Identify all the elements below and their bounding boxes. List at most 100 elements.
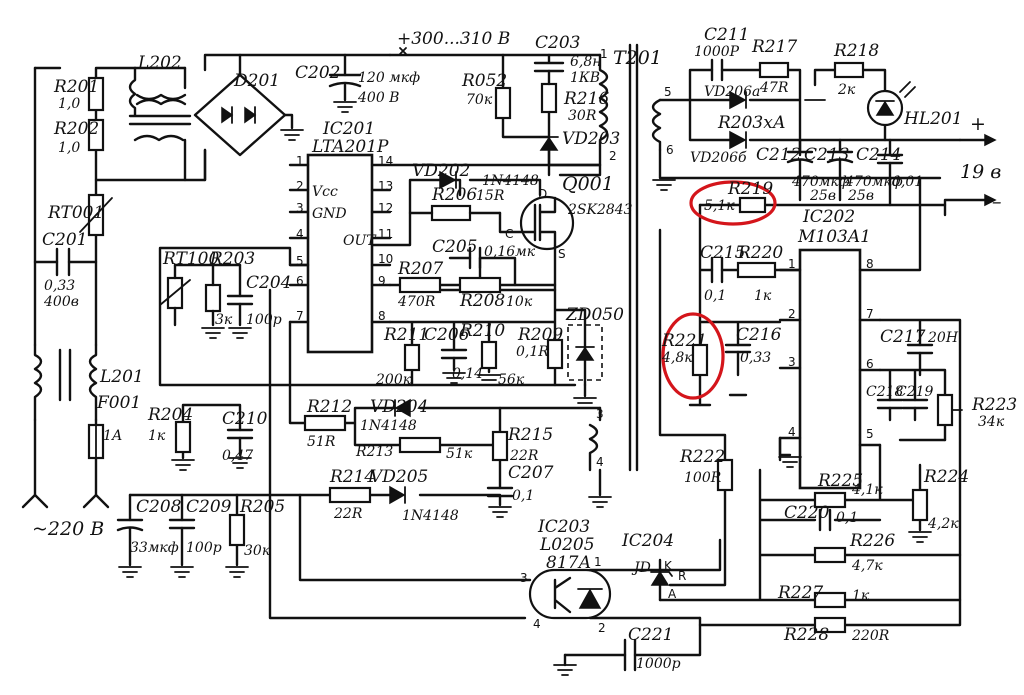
resistor-r207 (398, 276, 442, 294)
labels-ic202: R219 5,1к IC202 M103A1 1 2 3 4 8 7 6 5 C… (661, 179, 1017, 645)
label-c213-value1: 470мкф (791, 174, 850, 190)
label-f001: F001 (96, 393, 141, 413)
svg-text:11: 11 (378, 227, 393, 241)
labels-secondary: C211 1000Р R217 47R R218 2к HL201 VD206а… (664, 25, 1002, 213)
label-c213-value2: 25в (847, 188, 874, 204)
resistor-r226 (813, 546, 847, 564)
label-a: A (668, 587, 677, 601)
label-r207-value: 470R (397, 294, 436, 310)
label-r223-value: 34к (978, 414, 1005, 430)
resistor-r211 (403, 343, 421, 372)
ic201-body (306, 153, 374, 354)
mosfet-q001 (519, 195, 575, 251)
label-vd206b: VD206б (690, 150, 747, 166)
label-r209-value: 0,1R (516, 344, 549, 360)
label-c203-value1: 6,8н (570, 54, 602, 70)
label-vd206a: VD206а (704, 84, 760, 100)
resistor-r217 (758, 61, 790, 79)
label-d201: D201 (233, 71, 280, 91)
label-r201: R201 (53, 77, 99, 97)
label-r224-value: 4,2к (927, 516, 959, 532)
label-r218-value: 2к (837, 82, 856, 98)
label-c204-value: 100р (246, 312, 282, 328)
label-r220-value: 1к (754, 288, 772, 304)
resistor-r223 (936, 393, 954, 427)
label-c221-value: 1000р (636, 656, 681, 672)
resistor-r203 (204, 283, 222, 313)
label-ic202-part: M103A1 (797, 227, 871, 247)
label-c221: C221 (628, 625, 673, 645)
labels-primary: C203 6,8н 1КВ R052 70к R216 30R VD203 T2… (397, 33, 662, 311)
label-gnd: GND (312, 206, 347, 222)
label-r213-value: 51к (446, 446, 473, 462)
svg-text:5: 5 (866, 427, 874, 441)
label-c210: C210 (222, 409, 268, 429)
diode-vd202 (439, 170, 457, 190)
diode-vd206a (729, 90, 747, 110)
label-vd202: VD202 (412, 161, 470, 181)
label-t201: T201 (613, 47, 662, 69)
label-r206-value: 15R (476, 188, 505, 204)
resistor-r209 (546, 338, 564, 370)
label-r220: R220 (737, 243, 783, 263)
label-r225: R225 (817, 471, 863, 491)
labels-ic201: IC201 LTA201P Vcc GND OUT 1 2 3 4 5 6 7 … (296, 119, 393, 323)
svg-text:5: 5 (296, 254, 304, 268)
label-r202-value: 1,0 (58, 140, 80, 156)
label-r211: R211 (383, 325, 429, 345)
label-ic201-part: LTA201P (311, 137, 389, 157)
label-vd205-value: 1N4148 (402, 508, 459, 524)
resistor-r216 (540, 82, 558, 114)
resistor-r212 (303, 414, 347, 432)
label-r205-value: 30к (244, 543, 271, 559)
label-r217: R217 (751, 37, 797, 57)
label-gate: C (505, 227, 513, 241)
svg-text:4: 4 (296, 227, 304, 241)
svg-text:12: 12 (378, 201, 393, 215)
label-vd204-value: 1N4148 (360, 418, 417, 434)
label-r223: R223 (971, 395, 1017, 415)
resistor-r210 (480, 340, 498, 370)
label-l201: L201 (99, 367, 144, 387)
svg-text:9: 9 (378, 274, 386, 288)
svg-text:3: 3 (788, 355, 796, 369)
label-ic201: IC201 (322, 119, 375, 139)
label-hl201: HL201 (903, 109, 963, 129)
resistor-r052 (494, 86, 512, 120)
label-r209: R209 (517, 325, 563, 345)
r204-c210 (171, 403, 254, 471)
label-ic203-part2: 817А (546, 553, 591, 573)
aux-winding-network (288, 320, 612, 518)
label-r216: R216 (563, 89, 609, 109)
label-c211: C211 (704, 25, 749, 45)
label-r208: R208 (459, 291, 505, 311)
svg-text:3: 3 (296, 201, 304, 215)
label-rail: +300...310 В (397, 29, 510, 49)
labels-aux: R204 1к C210 0,47 R212 51R VD204 1N4148 … (130, 397, 604, 559)
label-c217: C217 (880, 327, 926, 347)
label-r217-value: 47R (759, 80, 789, 96)
label-c218: C218 (866, 384, 904, 400)
label-r224: R224 (923, 467, 969, 487)
ic202-body (798, 248, 862, 490)
label-c206: C206 (424, 325, 470, 345)
shunt-regulator-ic204 (650, 558, 673, 602)
label-out-voltage: 19 в (960, 161, 1001, 183)
highlight-r221 (661, 312, 725, 400)
label-r219-value: 5,1к (704, 198, 735, 214)
compensation-network (658, 436, 962, 634)
label-jd: JD (631, 560, 651, 576)
label-k: K (664, 559, 673, 573)
label-r218: R218 (833, 41, 879, 61)
label-r214-value: 22R (333, 506, 363, 522)
voltage-divider (658, 196, 802, 587)
svg-text:1: 1 (788, 257, 796, 271)
svg-text:4: 4 (788, 425, 796, 439)
label-r207: R207 (397, 259, 443, 279)
label-r222: R222 (679, 447, 725, 467)
label-r210: R210 (459, 321, 505, 341)
svg-text:2: 2 (609, 149, 617, 163)
label-r215-value: 22R (509, 448, 539, 464)
label-ic203: IC203 (537, 517, 590, 537)
